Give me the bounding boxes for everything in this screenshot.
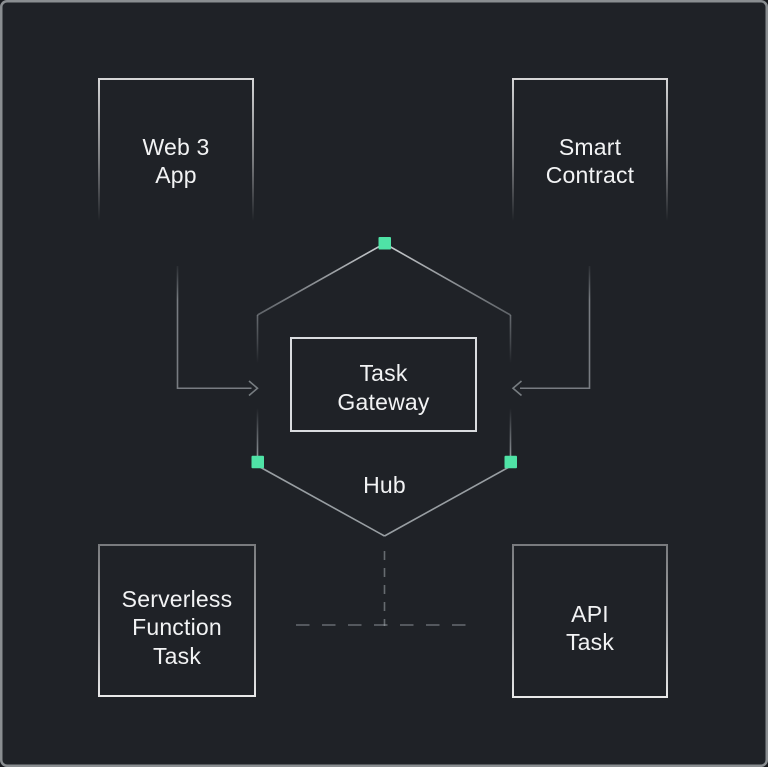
node-smart-contract-label: Smart Contract — [546, 133, 635, 190]
node-task-gateway: Task Gateway — [290, 337, 477, 432]
node-task-gateway-line-1: Task — [359, 360, 408, 386]
node-smart-contract-line-2: Contract — [545, 162, 635, 188]
node-smart-contract: Smart Contract — [512, 78, 668, 230]
node-serverless-line-1: Serverless — [121, 585, 233, 612]
hub-node-marker-left — [251, 455, 264, 469]
hub-label: Hub — [363, 472, 406, 498]
hexagon-edge-lower-left — [258, 465, 385, 537]
hexagon-edge-lower-right — [384, 465, 511, 537]
connector-web3-to-hub — [176, 266, 259, 397]
linework-group — [176, 242, 591, 626]
hexagon-edge-upper-left — [257, 242, 385, 316]
arrow-right-icon — [248, 380, 259, 397]
node-smart-contract-line-1: Smart — [558, 133, 622, 160]
connector-smart-contract-to-hub — [511, 266, 591, 397]
node-serverless-line-2: Function — [132, 614, 222, 641]
node-api-task: API Task — [512, 544, 668, 698]
node-task-gateway-label: Task Gateway — [337, 359, 429, 416]
node-api-task-line-1: API — [571, 600, 609, 627]
node-web3-app-line-2: App — [155, 162, 197, 188]
node-serverless-function-task: Serverless Function Task — [98, 544, 256, 697]
node-task-gateway-line-2: Gateway — [337, 388, 430, 415]
node-web3-app-label: Web 3 App — [142, 133, 209, 190]
node-api-task-line-2: Task — [565, 629, 615, 655]
arrow-left-icon — [511, 380, 523, 397]
connector-web3-line — [176, 266, 252, 390]
node-web3-app-line-1: Web 3 — [142, 133, 210, 160]
hub-node-marker-top — [378, 237, 391, 250]
hexagon-edge-upper-right — [384, 242, 511, 316]
dashed-lines — [296, 551, 470, 626]
node-web3-app: Web 3 App — [98, 78, 254, 230]
node-serverless-line-3: Task — [152, 642, 202, 669]
connector-smart-line — [520, 266, 591, 390]
hub-node-marker-right — [504, 455, 517, 469]
node-api-task-label: API Task — [566, 600, 614, 657]
node-serverless-function-task-label: Serverless Function Task — [122, 585, 233, 671]
hub-node-markers — [251, 237, 517, 469]
hub-hexagon — [256, 242, 512, 537]
